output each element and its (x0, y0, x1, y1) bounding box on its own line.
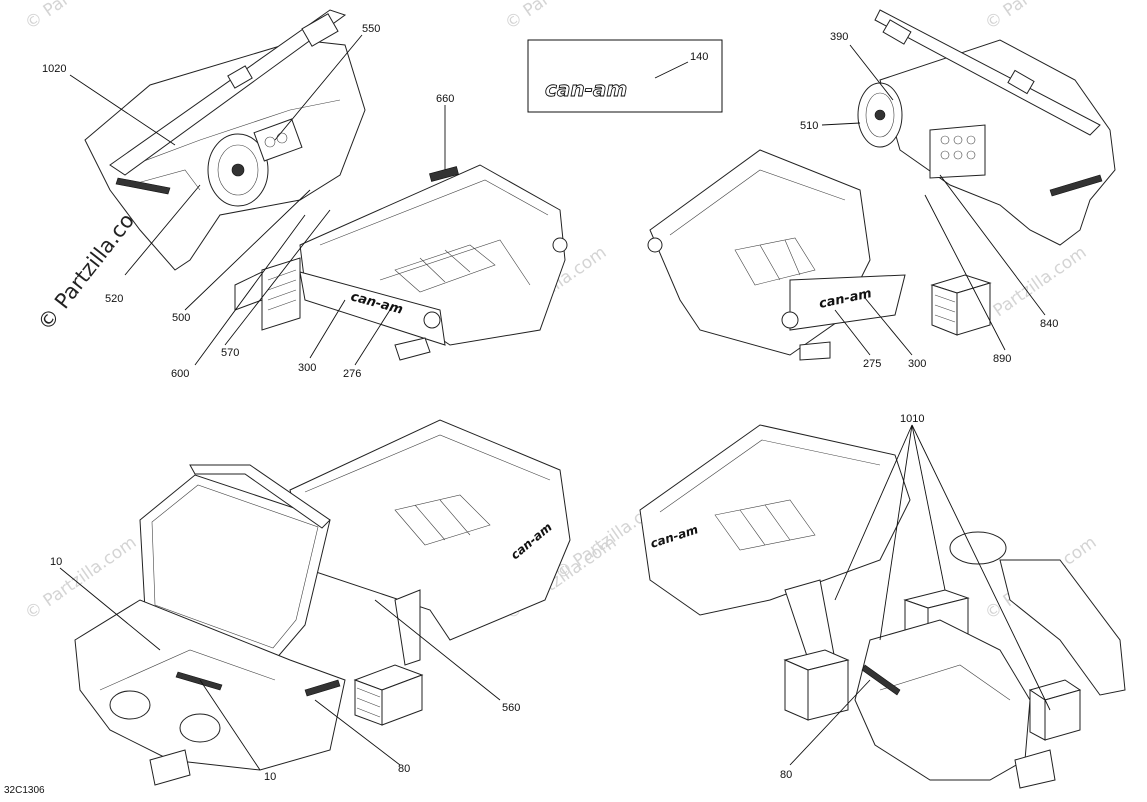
callout-label: 1010 (900, 413, 924, 425)
callout-label: 840 (1040, 318, 1058, 330)
callout-label: 510 (800, 120, 818, 132)
callout-label: 890 (993, 353, 1011, 365)
watermark: © Partzilla.com (501, 0, 620, 34)
callout-label: 140 (690, 51, 708, 63)
callout-label: 500 (172, 312, 190, 324)
callout-label: 80 (780, 769, 792, 781)
callout-label: 560 (502, 702, 520, 714)
callout-label: 300 (908, 358, 926, 370)
vehicle-view-windshield: can-am 10 10 80 560 (50, 419, 571, 786)
callout-label: 550 (362, 23, 380, 35)
watermark: © Partzilla.com (981, 0, 1100, 34)
callout-label: 300 (298, 362, 316, 374)
callout-label: 80 (398, 763, 410, 775)
callout-label: 570 (221, 347, 239, 359)
diagram-code: 32C1306 (4, 785, 45, 796)
callout-label: 275 (863, 358, 881, 370)
callout-label: 660 (436, 93, 454, 105)
callout-label: 1020 (42, 63, 66, 75)
callout-label: 520 (105, 293, 123, 305)
vehicle-view-front-right: can-am 390 510 840 890 300 275 (647, 9, 1116, 370)
callout-label: 600 (171, 368, 189, 380)
vehicle-view-front-left: can-am 1020 550 520 500 600 570 300 276 … (42, 9, 568, 380)
decal-text: can-am (545, 77, 627, 101)
decal-detail-box: can-am 140 (527, 39, 723, 113)
callout-label: 276 (343, 368, 361, 380)
watermark: © Partzilla.com (21, 0, 140, 34)
callout-label: 10 (264, 771, 276, 783)
callout-label: 10 (50, 556, 62, 568)
vehicle-view-rear-right: can-am 1010 80 (639, 413, 1126, 789)
callout-label: 390 (830, 31, 848, 43)
